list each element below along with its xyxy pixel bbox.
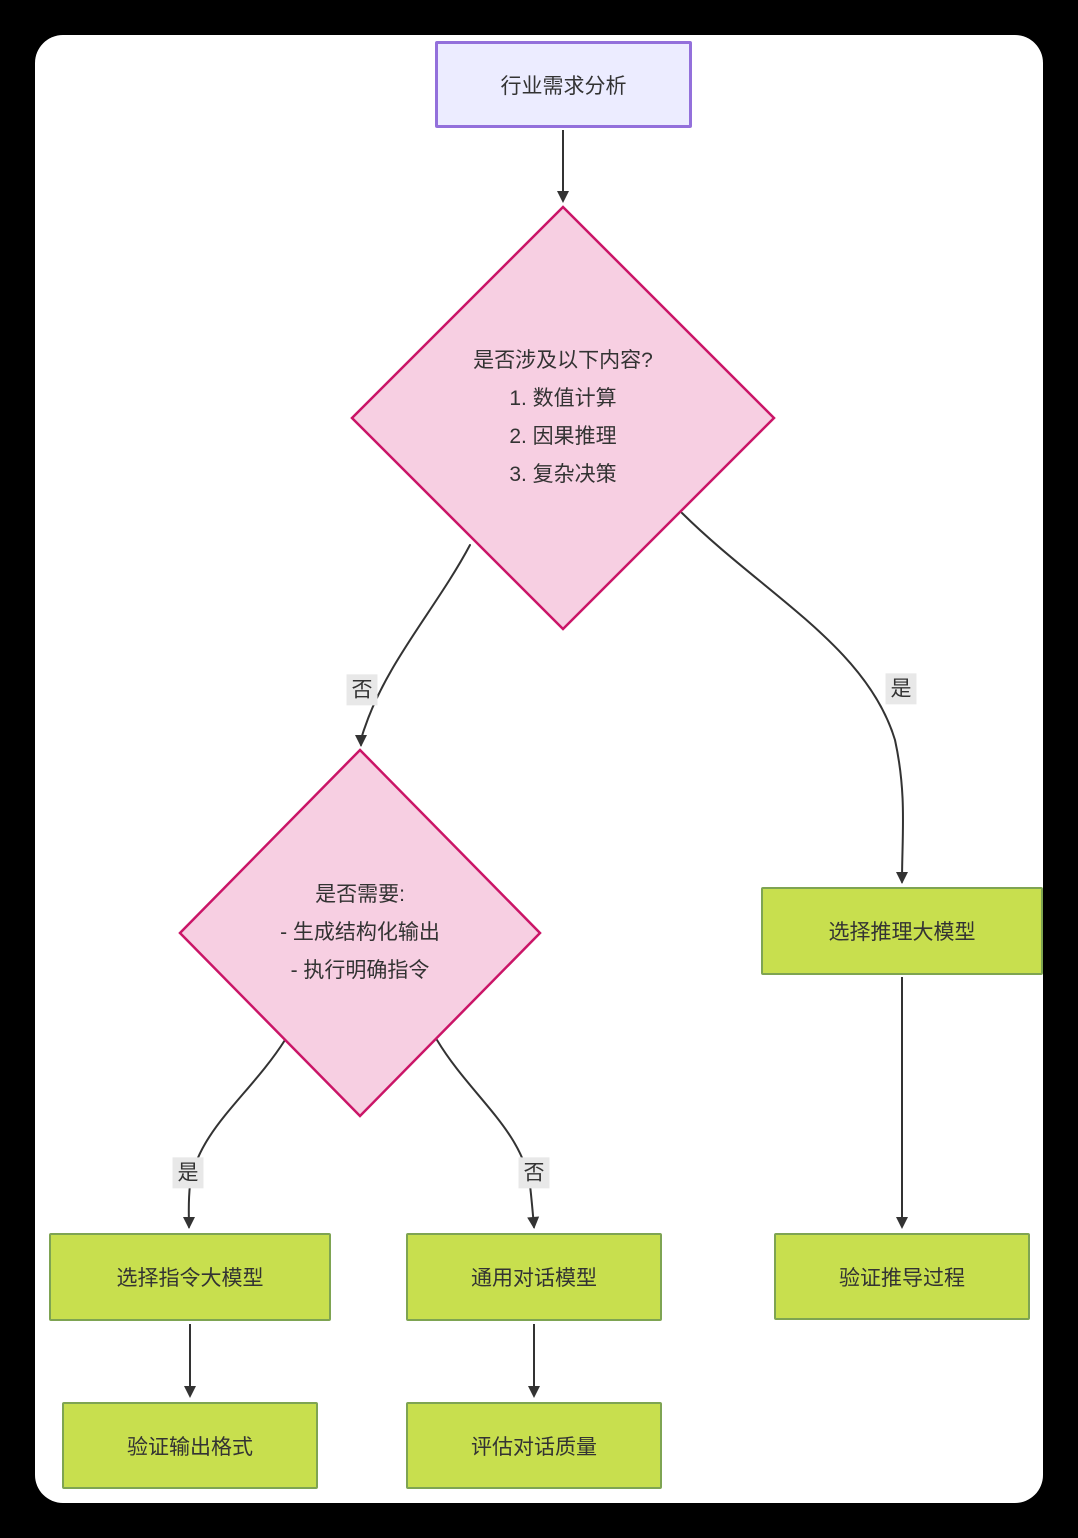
decision1-diamond-shape: [350, 205, 776, 631]
decision1-line: 1. 数值计算: [509, 387, 617, 410]
decision2-diamond-shape: [178, 748, 542, 1118]
node-instruction-model: 选择指令大模型: [49, 1233, 331, 1321]
node-decision1-text: 是否涉及以下内容? 1. 数值计算 2. 因果推理 3. 复杂决策: [393, 342, 733, 494]
edge-decision1-no-decision2: [355, 544, 471, 747]
node-verify-output-label: 验证输出格式: [127, 1435, 253, 1459]
node-start: 行业需求分析: [435, 41, 692, 128]
node-reasoning-model-label: 选择推理大模型: [828, 921, 976, 944]
decision2-line: - 生成结构化输出: [280, 921, 440, 944]
edges-layer: [178, 130, 909, 1398]
node-verify-reasoning: 验证推导过程: [774, 1233, 1030, 1320]
decision1-line: 3. 复杂决策: [509, 463, 617, 486]
node-verify-output: 验证输出格式: [62, 1402, 318, 1489]
node-reasoning-model: 选择推理大模型: [761, 887, 1043, 975]
edge-decision2-yes-instruction: [182, 1039, 286, 1229]
decision2-line: - 执行明确指令: [290, 959, 430, 982]
node-chat-model: 通用对话模型: [406, 1233, 662, 1321]
edge-label-yes-2: 是: [172, 1157, 204, 1189]
edge-decision2-no-chat: [436, 1039, 540, 1229]
edge-label-yes-1: 是: [885, 673, 917, 705]
node-start-label: 行业需求分析: [500, 74, 627, 98]
node-evaluate-chat: 评估对话质量: [406, 1402, 662, 1489]
node-instruction-model-label: 选择指令大模型: [116, 1267, 264, 1290]
node-chat-model-label: 通用对话模型: [471, 1267, 597, 1290]
decision2-line: 是否需要:: [315, 883, 405, 906]
decision1-line: 2. 因果推理: [509, 425, 617, 448]
edge-label-no-2: 否: [518, 1157, 550, 1189]
edge-decision1-yes-reasoning: [681, 512, 909, 884]
decision1-line: 是否涉及以下内容?: [473, 349, 653, 372]
node-decision2-text: 是否需要: - 生成结构化输出 - 执行明确指令: [190, 876, 530, 990]
node-verify-reasoning-label: 验证推导过程: [839, 1266, 965, 1290]
edge-label-no-1: 否: [346, 674, 378, 706]
node-evaluate-chat-label: 评估对话质量: [471, 1435, 597, 1459]
flowchart-canvas: 行业需求分析 是否涉及以下内容? 1. 数值计算 2. 因果推理 3. 复杂决策…: [35, 35, 1043, 1503]
